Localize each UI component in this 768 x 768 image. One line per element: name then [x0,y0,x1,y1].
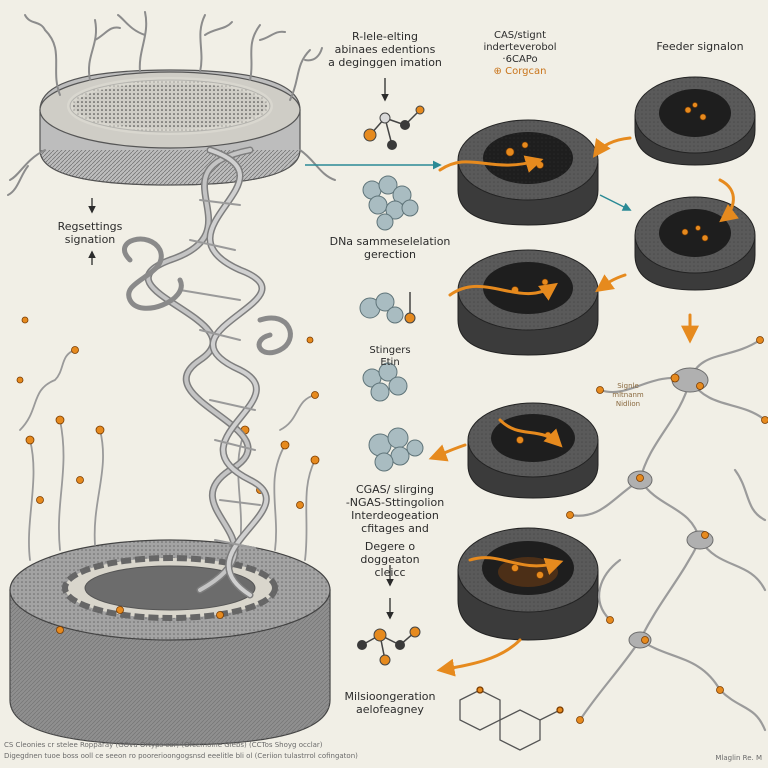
protein-cluster-3 [368,427,424,472]
transport-arrows [428,136,739,677]
label-left-signals: Regsettings signation [57,220,123,246]
signature: Mlaglin Re. M [715,754,762,762]
cell-bodies-right [627,367,714,649]
protein-cluster-1 [362,175,419,231]
caption-line-2: Digegdnen tuoe boss ooll ce seeon ro poo… [4,752,358,760]
ring-molecule [459,686,564,751]
molecule-bottom [357,598,421,666]
bottom-fibers [19,349,316,561]
molecule-top [363,78,425,150]
label-dna-generation: DNa sammeselelation gerection [329,235,451,261]
teal-arrow [599,194,632,211]
protein-cluster-2 [362,362,408,402]
top-fibers [7,11,336,196]
label-micro: Milsioongeration aelofeagney [344,690,436,716]
orange-nodes-right [566,336,768,724]
label-top-center: R-lele-elting abinaes edentions a deging… [328,30,442,69]
bottom-membrane-cylinder [9,539,331,746]
pore-disc-3 [467,402,599,499]
label-small-note: Signle mltnanm Nidlion [612,382,644,408]
caption-line-1: CS Cleonies cr stelee Ropparay (GOva Ort… [4,741,323,749]
orange-nodes-left [16,316,320,634]
pore-disc-1 [457,119,599,226]
label-feeder-signal: Feeder signalon [656,40,744,53]
top-membrane-disc [39,69,301,186]
label-cas-bottom: CGAS/ slirging -NGAS-Sttingolion Interde… [345,483,445,535]
pore-disc-4 [457,527,599,641]
molecule-mid [359,292,416,324]
label-cas-top: CAS/stignt inderteverobol ·6CAPo ⊕ Corgc… [483,30,557,77]
label-stingers: Stingers Etin [369,345,411,368]
pore-disc-6 [634,196,756,291]
pore-disc-2 [457,249,599,356]
dna-helix [122,146,293,599]
pore-disc-5 [634,76,756,166]
label-degree: Degere o doggeaton cleicc [360,540,420,579]
